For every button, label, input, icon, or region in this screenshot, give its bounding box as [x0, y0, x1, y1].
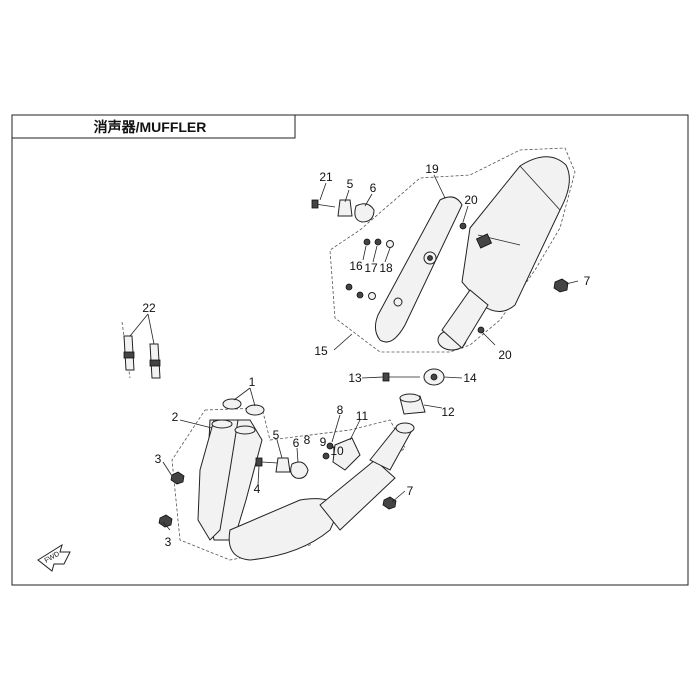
callout-9: 9 [320, 435, 327, 449]
callout-7-lower: 7 [407, 484, 414, 498]
callout-2: 2 [172, 410, 179, 424]
callout-5-lower: 5 [273, 428, 280, 442]
callout-20-lower: 20 [498, 348, 512, 362]
diagram-frame [11, 114, 689, 586]
fwd-arrow-icon: FWD [37, 543, 71, 572]
nut-7-lower [382, 496, 397, 510]
callout-16: 16 [349, 259, 363, 273]
upper-group-outline [329, 147, 576, 353]
callout-10: 10 [330, 444, 344, 458]
callout-18: 18 [379, 261, 393, 275]
callout-14: 14 [463, 371, 477, 385]
lower-bracket [332, 437, 361, 471]
callout-7-upper: 7 [584, 274, 591, 288]
callout-12: 12 [441, 405, 455, 419]
muffler-bracket [374, 196, 463, 343]
header-pipes [197, 419, 263, 541]
callout-8-lower: 8 [304, 433, 311, 447]
callout-3-upper: 3 [155, 452, 162, 466]
callout-4: 4 [254, 482, 261, 496]
nut-20-lower [477, 326, 485, 334]
catalytic-converter [228, 422, 415, 561]
muffler-gasket [399, 393, 426, 415]
callout-19: 19 [425, 162, 439, 176]
nut-20-upper [459, 222, 467, 230]
bracket-bolt-9 [322, 452, 330, 460]
callout-6-lower: 6 [293, 436, 300, 450]
callout-numbers: 21 5 6 19 20 7 20 15 16 17 18 13 14 12 2… [142, 162, 590, 549]
oxygen-sensors [121, 321, 161, 379]
callout-22: 22 [142, 301, 156, 315]
lower-rubber-mount [255, 457, 309, 479]
bracket-bolts [345, 238, 394, 300]
callout-11: 11 [356, 409, 369, 423]
header-gaskets [222, 398, 265, 416]
diagram-title: 消声器/MUFFLER [94, 119, 207, 135]
upper-rubber-mount [311, 199, 375, 223]
callout-13: 13 [348, 371, 362, 385]
callout-8-upper: 8 [337, 403, 344, 417]
muffler-body [437, 156, 570, 351]
header-nut-lower [158, 514, 173, 528]
callout-6-upper: 6 [370, 181, 377, 195]
callout-21: 21 [319, 170, 333, 184]
title-box [11, 114, 296, 139]
leader-lines [129, 174, 579, 531]
callout-5-upper: 5 [347, 177, 354, 191]
muffler-clamp [382, 368, 445, 386]
bracket-bolt-8 [326, 442, 334, 450]
callout-17: 17 [364, 261, 378, 275]
header-nut-upper [170, 471, 185, 485]
callout-15: 15 [314, 344, 328, 358]
callout-20-upper: 20 [464, 193, 478, 207]
callout-3-lower: 3 [165, 535, 172, 549]
callout-1: 1 [249, 375, 256, 389]
nut-7-upper [553, 278, 569, 293]
